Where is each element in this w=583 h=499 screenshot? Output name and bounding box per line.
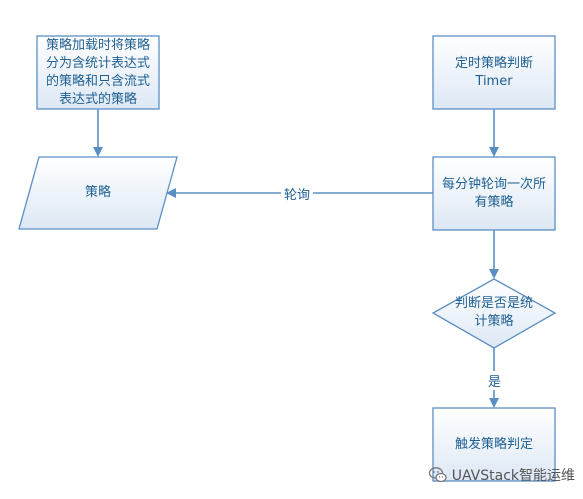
strategy-parallelogram: [18, 156, 178, 230]
poll-text: 每分钟轮询一次所有策略: [441, 176, 546, 210]
strategy-text: 策略: [84, 185, 111, 200]
trigger-text: 触发策略判定: [454, 436, 533, 452]
edge-label-yes: 是: [485, 371, 505, 390]
watermark: UAVStack智能运维: [428, 465, 575, 485]
timer-title: 定时策略判断: [454, 55, 533, 71]
edge-label-poll: 轮询: [281, 184, 314, 203]
decision-text: 判断是否是统计策略: [454, 296, 533, 329]
timer-subtitle: Timer: [475, 73, 513, 89]
wechat-icon: [428, 467, 447, 483]
poll-box: [432, 156, 556, 231]
watermark-text: UAVStack智能运维: [451, 468, 575, 484]
strategy-load-text: 策略加载时将策略分为含统计表达式的策略和只含流式表达式的策略: [45, 37, 150, 107]
timer-text: 定时策略判断 Timer: [435, 38, 553, 107]
strategy-load-box: [36, 35, 160, 110]
trigger-box: [432, 407, 556, 482]
